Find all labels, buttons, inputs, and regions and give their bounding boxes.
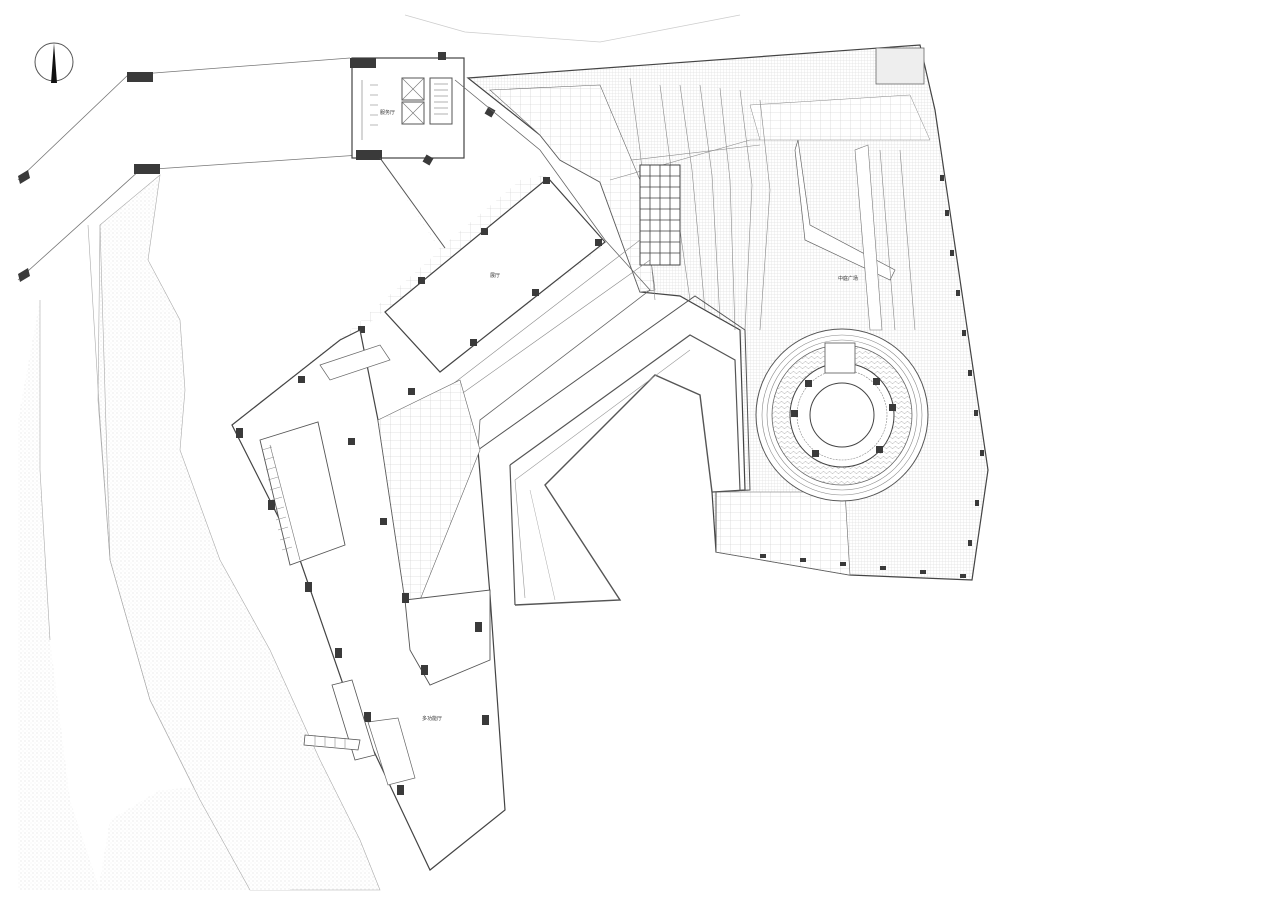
pentagon-courtyard <box>477 295 751 606</box>
west-wing: 多功能厅 <box>231 329 506 871</box>
service-core: 服务厅 <box>350 52 496 166</box>
north-arrow-icon <box>34 42 74 83</box>
room-label-south-wing: 多功能厅 <box>422 715 442 722</box>
rotunda <box>755 328 929 502</box>
room-label-hall: 展厅 <box>490 273 500 279</box>
landscape <box>18 14 741 891</box>
entry-walkway <box>17 57 361 282</box>
room-label-service: 服务厅 <box>380 109 395 116</box>
skylight-grid <box>639 164 681 266</box>
room-label-courtyard: 中庭广场 <box>838 275 858 282</box>
